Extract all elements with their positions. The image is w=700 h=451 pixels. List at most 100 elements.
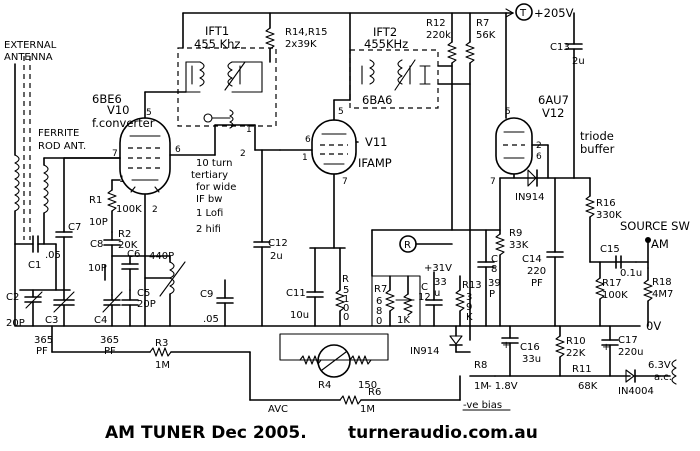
r6-label: R6 [368, 387, 381, 398]
c14-capacitor: C14 220 PF [522, 177, 564, 327]
osc-coil [144, 255, 186, 327]
c10-val: 33 [434, 277, 447, 288]
r8-value: 1M [474, 381, 489, 392]
site-url: turneraudio.com.au [348, 423, 538, 443]
r11-label: R11 [572, 364, 592, 375]
r7b-label: R7 [374, 284, 387, 295]
supply-terminal-label: T [519, 8, 527, 19]
c1-capacitor: C1 .05 [14, 235, 61, 271]
r8-bias: - 1.8V [488, 381, 518, 392]
r14-r15-resistors: R14,R15 2x39K [265, 12, 328, 63]
v10-func: f.converter [92, 116, 155, 130]
c12-value: 2u [270, 251, 283, 262]
neg-bias-label: -ve bias [463, 400, 502, 411]
r7b-d1: 6 [376, 296, 382, 307]
c16-value: 33u [522, 354, 541, 365]
r9-value: 33K [509, 240, 529, 251]
c11-label: C11 [286, 288, 306, 299]
in914-diode-b: IN914 [515, 169, 545, 203]
c15-label: C15 [600, 244, 620, 255]
c11-value: 10u [290, 310, 309, 321]
v10-pin7: 7 [112, 149, 118, 159]
r13-d3: K [466, 312, 473, 323]
r7-value: 56K [476, 30, 496, 41]
c13-capacitor: C13 2u [550, 12, 585, 179]
r11-value: 68K [578, 381, 598, 392]
in914b-label: IN914 [410, 346, 440, 357]
r5-label: R [342, 274, 349, 285]
c14-unit: PF [531, 278, 543, 289]
v12-tube [495, 117, 533, 175]
tertiary-line2: tertiary [191, 170, 228, 181]
c8b-val: 39 [488, 278, 501, 289]
hv-arrow2 [505, 12, 514, 18]
r3-label: R3 [155, 338, 168, 349]
c8b-unit: P [489, 289, 495, 300]
ift1-pin1: 1 [246, 125, 252, 135]
r12-r7-resistors: R12 220k R7 56K [426, 12, 496, 341]
r10-value: 22K [566, 348, 586, 359]
r5-val1: 1 [343, 294, 349, 305]
c16-label: C16 [520, 342, 540, 353]
external-antenna: EXTERNAL ANTENNA [4, 40, 57, 245]
r2-value: 20K [118, 240, 138, 251]
r10-label: R10 [566, 336, 586, 347]
r9-resistor: R9 33K [495, 177, 529, 327]
r2-label: R2 [118, 229, 131, 240]
r4-label: R4 [318, 380, 331, 391]
ground-label: 0V [646, 319, 661, 333]
r1-resistor: R1 100K [89, 179, 142, 233]
v10-type: 6BE6 [92, 92, 122, 106]
pf365a-value: 365 [34, 335, 53, 346]
buffer-label: buffer [580, 142, 615, 156]
r18-label: R18 [652, 277, 672, 288]
tertiary-line3: for wide [196, 182, 236, 193]
in4004-label: IN4004 [618, 386, 654, 397]
c8b-num: 8 [491, 264, 497, 275]
c13-label: C13 [550, 42, 570, 53]
v11-pin1: 1 [302, 153, 308, 163]
hv-arrow [505, 8, 514, 14]
tertiary-line1: 10 turn [196, 158, 232, 169]
ferrite-label-2: ROD ANT. [38, 141, 86, 152]
r18-value: 4M7 [652, 289, 673, 300]
v10-pin6: 6 [175, 145, 181, 155]
r13-d2: 9 [466, 302, 472, 313]
antenna-label-1: EXTERNAL [4, 40, 57, 51]
r5-digit: 5 [343, 285, 349, 296]
c10-unit: u [434, 288, 440, 299]
v10-ref: V10 [107, 103, 130, 117]
ift2-label: IFT2 [373, 25, 397, 39]
osc-network: 10P C8 R2 20K 10P C6 440P [88, 217, 174, 296]
r16-label: R16 [596, 198, 616, 209]
tertiary-line5: 1 Lofi [196, 208, 223, 219]
ferrite-coil [43, 157, 121, 245]
c16-plus: + [502, 340, 510, 351]
v12-pin5: 5 [505, 107, 511, 117]
v12-pin7: 7 [490, 177, 496, 187]
r14-value: 2x39K [285, 39, 317, 50]
v10-pin5: 5 [146, 108, 152, 118]
c9-capacitor: C9 .05 [200, 279, 234, 327]
r1-value: 100K [116, 204, 142, 215]
ferrite-label-1: FERRITE [38, 128, 79, 139]
ift1-pin2: 2 [240, 149, 246, 159]
tertiary-line6: 2 hifi [196, 224, 221, 235]
r9-label: R9 [509, 228, 522, 239]
r12-label: R12 [426, 18, 446, 29]
pf365b-value: 365 [100, 335, 119, 346]
c17-label: C17 [618, 335, 638, 346]
ac-voltage: 6.3V [648, 360, 671, 371]
c2-label: C2 [6, 292, 19, 303]
r13-d1: 3 [466, 292, 472, 303]
triode-label: triode [580, 129, 614, 143]
diagram-title: AM TUNER Dec 2005. [105, 423, 307, 443]
c5-label: C5 [137, 288, 150, 299]
r7-680-network: R7 6 8 0 1K [371, 275, 421, 327]
c8-value: 10P [89, 217, 108, 228]
c4-c5-tuning: C4 C5 20P [94, 288, 156, 327]
ac-label: a.c. [654, 372, 672, 383]
r13-label: R13 [462, 280, 482, 291]
